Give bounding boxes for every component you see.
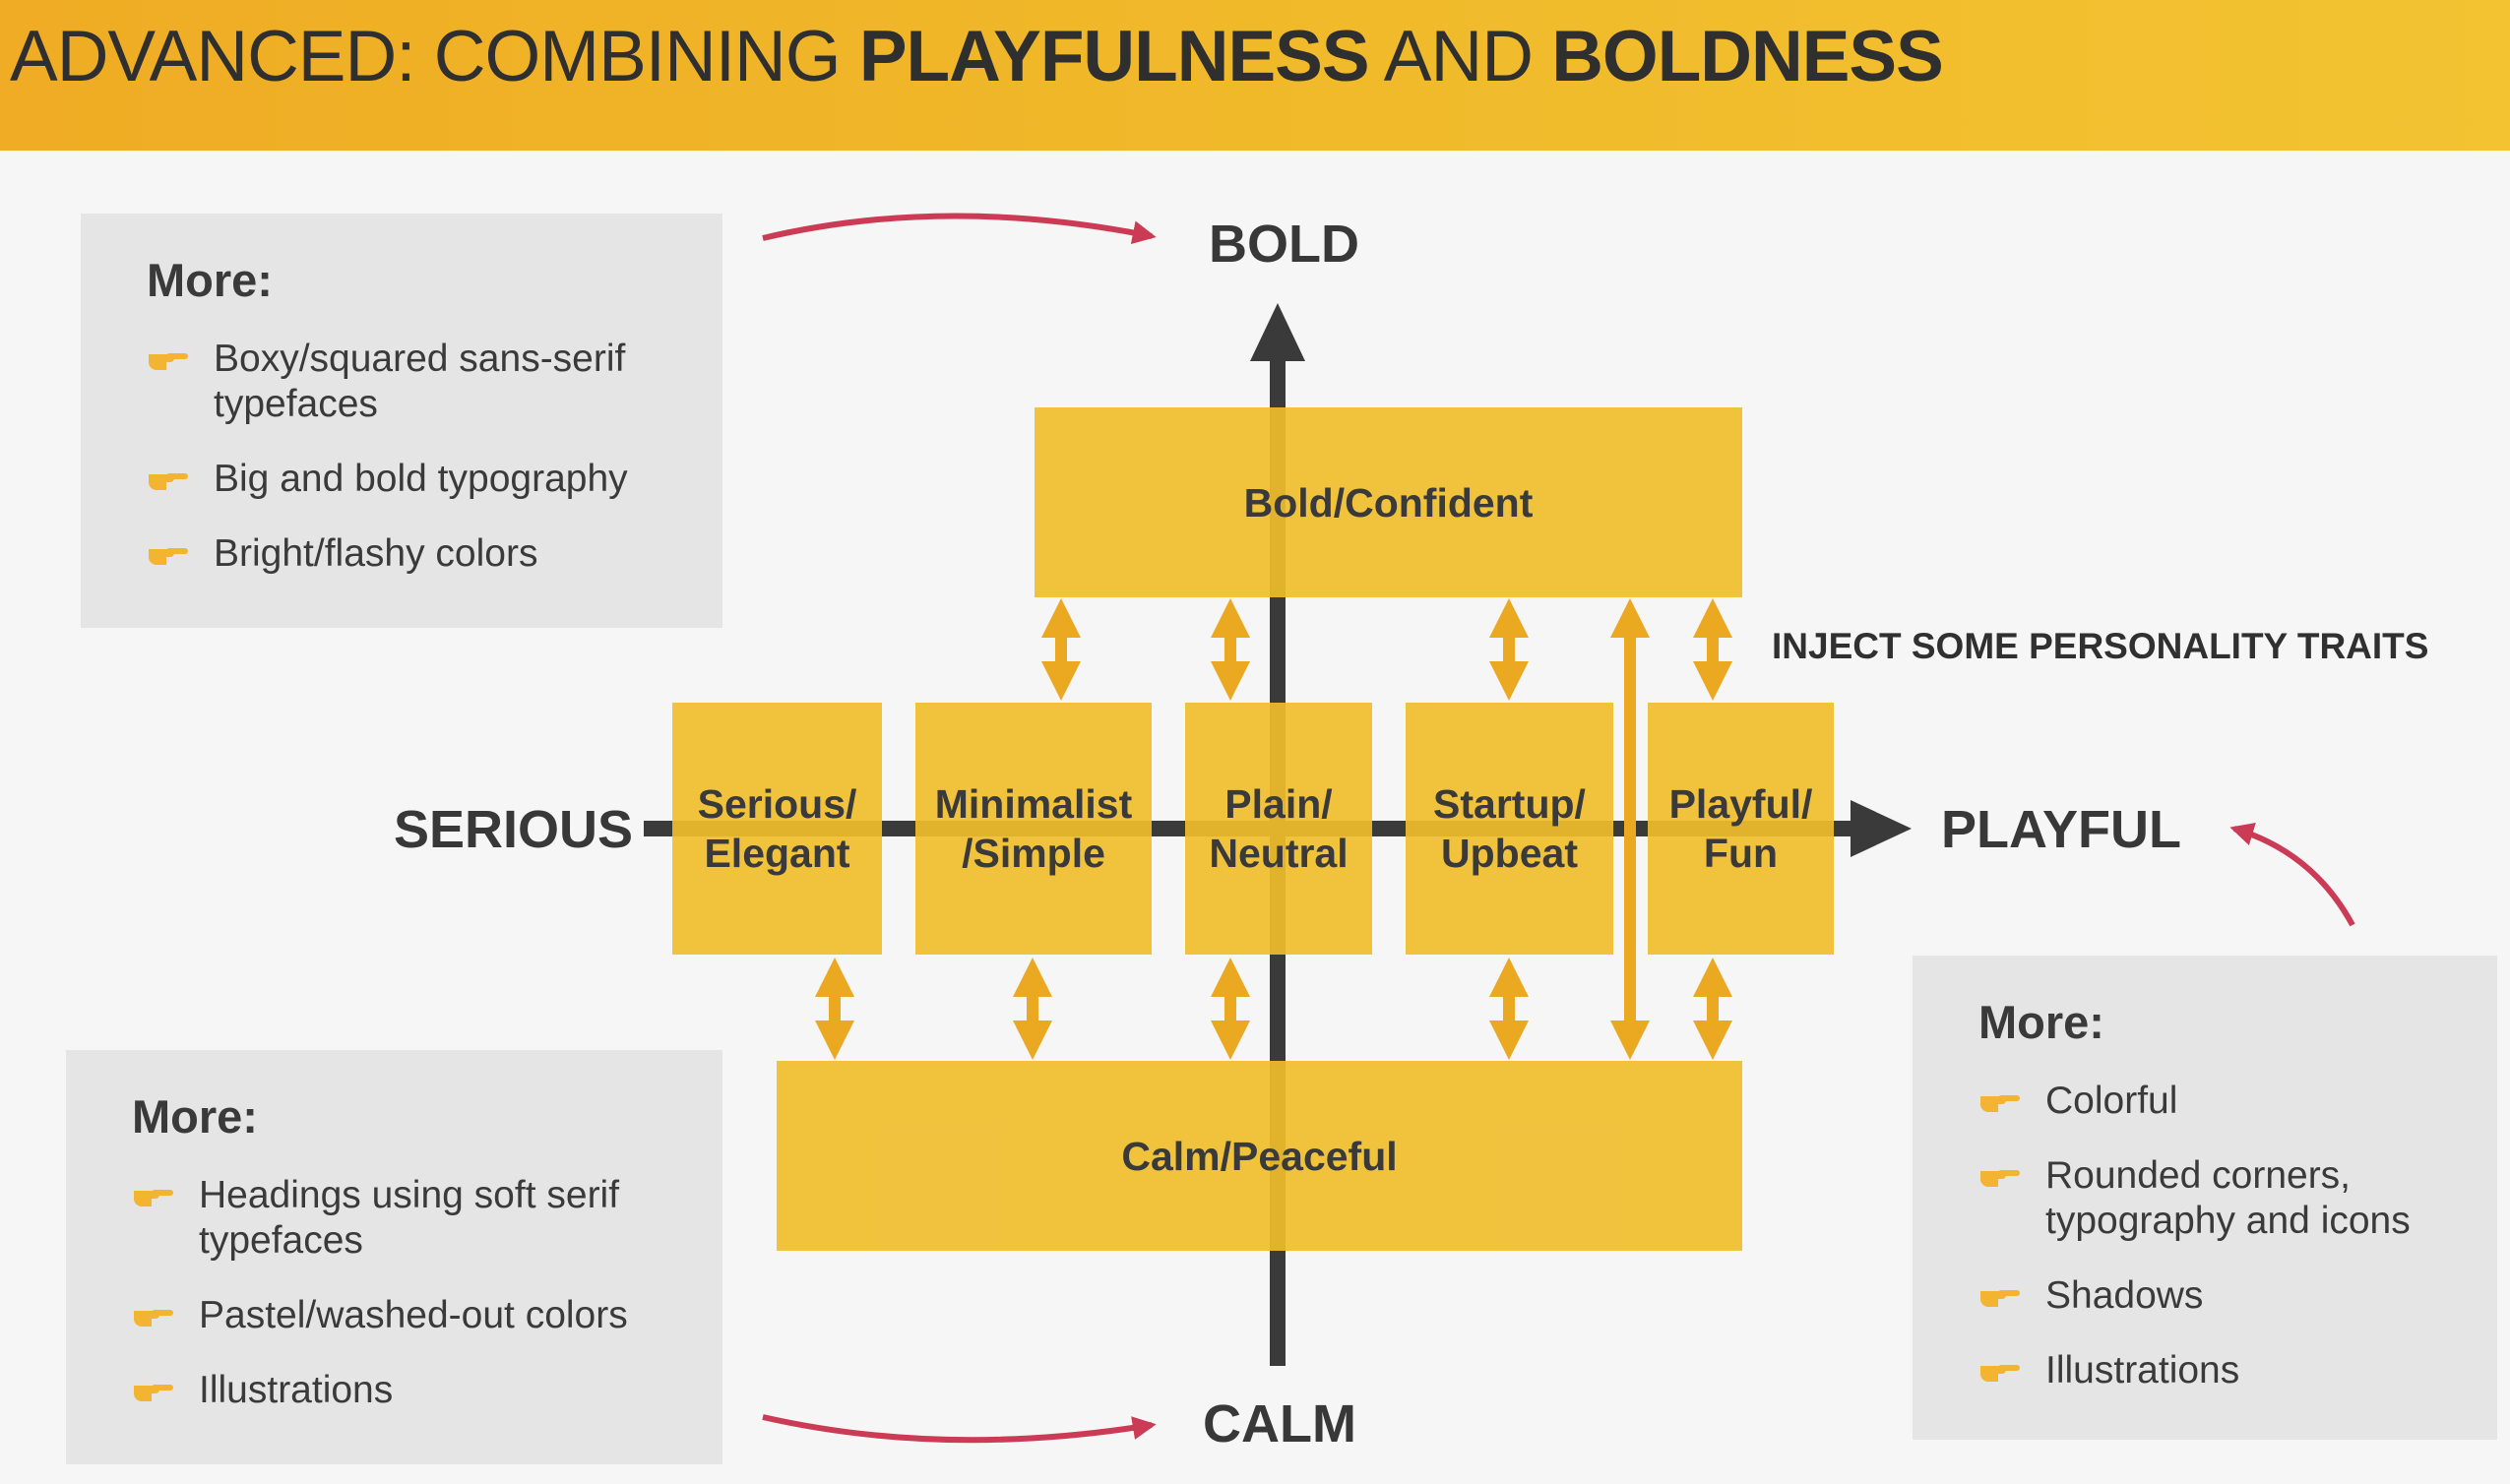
list-item-text: Pastel/washed-out colors <box>199 1294 628 1336</box>
title-part-1: ADVANCED: COMBINING <box>10 17 859 96</box>
axis-label-calm: CALM <box>1203 1394 1356 1453</box>
pointing-hand-icon <box>149 548 188 565</box>
double-arrows-top <box>1041 598 1732 701</box>
list-item-text: Rounded corners, typography and icons <box>2045 1154 2411 1242</box>
title-bold-playfulness: PLAYFULNESS <box>858 17 1370 96</box>
box-serious-elegant: Serious/ Elegant <box>672 703 882 955</box>
pointing-hand-icon <box>134 1190 173 1206</box>
box-plain-neutral-label: Plain/ Neutral <box>1209 781 1349 876</box>
axis-up-arrowhead <box>1250 303 1305 361</box>
list-item: Headings using soft serif typefaces <box>132 1173 722 1264</box>
axis-label-serious: SERIOUS <box>394 800 634 859</box>
box-minimalist-simple: Minimalist /Simple <box>915 703 1152 955</box>
list-item-text: Illustrations <box>2045 1349 2240 1391</box>
axis-label-bold: BOLD <box>1209 215 1359 274</box>
pointing-hand-icon <box>1980 1095 2020 1112</box>
card-list: Headings using soft serif typefaces Past… <box>132 1173 722 1413</box>
double-arrow-icon <box>1489 958 1529 1060</box>
double-arrows-bottom <box>815 958 1732 1060</box>
card-calm-more: More: Headings using soft serif typeface… <box>66 1050 722 1464</box>
list-item: Rounded corners, typography and icons <box>1978 1153 2497 1244</box>
pointing-hand-icon <box>149 473 188 490</box>
list-item: Bright/flashy colors <box>147 531 722 577</box>
card-heading: More: <box>1978 996 2104 1048</box>
long-double-arrow <box>1610 598 1650 1060</box>
card-bold-more: More: Boxy/squared sans-serif typefaces … <box>81 214 722 628</box>
red-arrow-top <box>762 213 1157 245</box>
list-item: Illustrations <box>1978 1348 2497 1393</box>
box-plain-neutral: Plain/ Neutral <box>1185 703 1372 955</box>
box-startup-upbeat-label: Startup/ Upbeat <box>1433 781 1586 876</box>
pointing-hand-icon <box>1980 1365 2020 1382</box>
card-list: Colorful Rounded corners, typography and… <box>1978 1079 2497 1393</box>
card-heading: More: <box>132 1090 258 1143</box>
title-bold-boldness: BOLDNESS <box>1551 17 1944 96</box>
pointing-hand-icon <box>134 1385 173 1401</box>
axis-right-arrowhead <box>1851 800 1912 857</box>
list-item-text: Headings using soft serif typefaces <box>199 1174 620 1262</box>
list-item-text: Bright/flashy colors <box>214 532 538 575</box>
box-serious-elegant-label: Serious/ Elegant <box>697 781 857 876</box>
title-part-2: AND <box>1368 17 1552 96</box>
double-arrow-icon <box>1041 598 1081 701</box>
list-item-text: Illustrations <box>199 1369 394 1411</box>
box-bold-confident: Bold/Confident <box>1035 407 1742 597</box>
double-arrow-icon <box>1211 958 1250 1060</box>
pointing-hand-icon <box>1980 1170 2020 1187</box>
double-arrow-icon <box>1013 958 1052 1060</box>
double-arrow-icon <box>1211 598 1250 701</box>
card-list: Boxy/squared sans-serif typefaces Big an… <box>147 337 722 577</box>
pointing-hand-icon <box>134 1310 173 1327</box>
double-arrow-icon <box>1489 598 1529 701</box>
box-calm-peaceful-label: Calm/Peaceful <box>1121 1133 1398 1179</box>
header-bar: ADVANCED: COMBINING PLAYFULNESS AND BOLD… <box>0 0 2510 151</box>
pointing-hand-icon <box>149 353 188 370</box>
list-item: Pastel/washed-out colors <box>132 1293 722 1338</box>
box-startup-upbeat: Startup/ Upbeat <box>1406 703 1613 955</box>
box-calm-peaceful: Calm/Peaceful <box>777 1061 1742 1251</box>
box-minimalist-simple-label: Minimalist /Simple <box>934 781 1133 876</box>
box-bold-confident-label: Bold/Confident <box>1243 479 1534 526</box>
axis-label-playful: PLAYFUL <box>1941 800 2182 859</box>
inject-personality-label: INJECT SOME PERSONALITY TRAITS <box>1772 626 2429 666</box>
list-item-text: Big and bold typography <box>214 458 628 500</box>
pointing-hand-icon <box>1980 1290 2020 1307</box>
list-item-text: Boxy/squared sans-serif typefaces <box>214 338 626 425</box>
list-item: Boxy/squared sans-serif typefaces <box>147 337 722 427</box>
red-arrow-right <box>2229 823 2355 927</box>
box-playful-fun: Playful/ Fun <box>1648 703 1834 955</box>
card-heading: More: <box>147 254 273 306</box>
list-item: Shadows <box>1978 1273 2497 1319</box>
list-item: Illustrations <box>132 1368 722 1413</box>
double-arrow-icon <box>815 958 854 1060</box>
list-item-text: Shadows <box>2045 1274 2204 1317</box>
box-playful-fun-label: Playful/ Fun <box>1668 781 1813 876</box>
page-title: ADVANCED: COMBINING PLAYFULNESS AND BOLD… <box>10 14 1944 100</box>
list-item: Big and bold typography <box>147 457 722 502</box>
list-item-text: Colorful <box>2045 1080 2178 1122</box>
double-arrow-icon <box>1693 598 1732 701</box>
card-playful-more: More: Colorful Rounded corners, typograp… <box>1913 956 2497 1440</box>
double-arrow-icon <box>1693 958 1732 1060</box>
red-arrow-bottom <box>762 1414 1157 1444</box>
list-item: Colorful <box>1978 1079 2497 1124</box>
